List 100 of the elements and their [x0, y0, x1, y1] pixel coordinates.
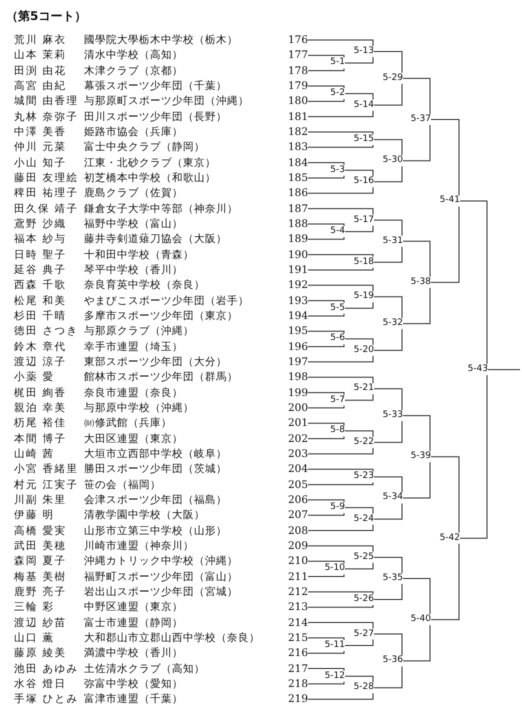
bracket-line — [344, 676, 374, 683]
team-name: 多摩市スポーツ少年団（東京） — [84, 308, 238, 323]
match-number: 5-15 — [344, 134, 374, 146]
bracket-line — [308, 499, 344, 503]
bracket-line — [374, 476, 402, 493]
bracket-line — [308, 482, 374, 486]
bracket-line — [308, 405, 344, 408]
entry-number: 184 — [288, 156, 308, 170]
player-name: 杉田 千晴 — [14, 308, 66, 323]
bracket-line — [374, 51, 402, 74]
player-name: 鳶野 沙織 — [14, 216, 66, 231]
team-name: ㈶修武館（兵庫） — [84, 416, 172, 430]
match-number: 5-16 — [344, 176, 374, 188]
entry-number: 182 — [288, 124, 308, 139]
match-number: 5-10 — [315, 563, 345, 574]
bracket-line — [374, 296, 402, 319]
team-name: 田川スポーツ少年団（長野） — [84, 110, 227, 124]
player-name: 城間 由香理 — [14, 94, 78, 108]
entry-number: 214 — [288, 616, 308, 630]
team-name: 館林市スポーツ少年団（群馬） — [84, 370, 238, 384]
bracket-line — [374, 556, 402, 574]
entry-number: 196 — [288, 340, 308, 354]
entry-number: 210 — [288, 554, 308, 568]
team-name: 幸手市連盟（埼玉） — [84, 340, 183, 354]
bracket-line — [308, 591, 374, 595]
match-number: 5-24 — [344, 514, 374, 525]
bracket-line — [308, 692, 374, 700]
team-name: 中野区連盟（東京） — [84, 600, 183, 614]
entry-number: 213 — [288, 600, 308, 614]
bracket-line — [402, 124, 430, 162]
team-name: 琴平中学校（香川） — [84, 262, 183, 277]
bracket-line — [344, 225, 374, 232]
team-name: 東部スポーツ少年団（大分） — [84, 354, 227, 369]
bracket-line — [344, 93, 374, 100]
bracket-line — [308, 330, 344, 334]
bracket-line — [308, 545, 374, 552]
bracket-line — [402, 240, 430, 278]
entry-number: 178 — [288, 64, 308, 78]
entry-number: 206 — [288, 492, 308, 507]
player-name: 田渕 由花 — [14, 64, 66, 78]
match-number: 5-30 — [373, 155, 403, 166]
player-name: 徳田 さつき — [14, 324, 78, 338]
player-name: 日時 聖子 — [14, 248, 66, 262]
player-name: 稗田 祐理子 — [14, 186, 78, 200]
match-number: 5-34 — [373, 492, 403, 504]
player-name: 渡辺 涼子 — [14, 354, 66, 369]
bracket-line — [430, 119, 460, 196]
entry-number: 217 — [288, 662, 308, 676]
bracket-line — [308, 40, 374, 46]
bracket-line — [344, 170, 374, 177]
team-name: 山形市立第三中学校（山形） — [84, 524, 227, 538]
entry-number: 176 — [288, 33, 308, 47]
team-name: 大田区連盟（東京） — [84, 432, 183, 446]
bracket-line — [308, 604, 374, 608]
match-number: 5-1 — [315, 57, 345, 68]
bracket-line — [344, 639, 374, 646]
bracket-line — [402, 78, 430, 115]
match-number: 5-6 — [315, 333, 345, 344]
match-number: 5-3 — [315, 164, 345, 176]
bracket-line — [308, 98, 344, 102]
team-name: 富士中央クラブ（静岡） — [84, 140, 205, 154]
player-name: 荒川 麻衣 — [14, 33, 66, 47]
team-name: 藤井寺剣道薙刀協会（大阪） — [84, 232, 227, 246]
bracket-line — [308, 622, 374, 630]
player-name: 藤原 綾美 — [14, 646, 66, 660]
team-name: 与那原クラブ（沖縄） — [84, 324, 194, 338]
bracket-line — [308, 355, 374, 362]
player-name: 藤田 友理絵 — [14, 170, 78, 185]
bracket-line — [430, 456, 460, 534]
player-name: 梶田 絢香 — [14, 386, 66, 400]
bracket-line — [488, 369, 520, 370]
entry-number: 219 — [288, 692, 308, 706]
player-name: 川副 朱里 — [14, 492, 66, 507]
player-name: 松尾 和美 — [14, 294, 66, 308]
entry-number: 197 — [288, 354, 308, 369]
match-number: 5-42 — [430, 532, 460, 544]
team-name: 姫路市協会（兵庫） — [84, 124, 183, 139]
bracket-line — [402, 462, 430, 498]
entry-number: 188 — [288, 216, 308, 231]
entry-number: 203 — [288, 446, 308, 461]
match-number: 5-17 — [344, 214, 374, 226]
entry-number: 192 — [288, 278, 308, 292]
bracket-line — [460, 200, 488, 365]
team-name: 弥富中学校（愛知） — [84, 676, 183, 691]
match-number: 5-25 — [344, 552, 374, 563]
bracket-line — [308, 392, 344, 396]
bracket-line — [402, 624, 430, 662]
bracket-line — [344, 430, 374, 438]
team-name: 十和田中学校（青森） — [84, 248, 194, 262]
match-number: 5-26 — [344, 594, 374, 606]
bracket-line — [308, 681, 344, 684]
player-name: 高宮 由紀 — [14, 78, 66, 93]
team-name: 大垣市立西部中学校（岐阜） — [84, 446, 227, 461]
match-number: 5-41 — [430, 195, 460, 206]
entry-number: 216 — [288, 646, 308, 660]
team-name: 木津クラブ（京都） — [84, 64, 183, 78]
bracket-line — [344, 338, 374, 346]
bracket-line — [308, 637, 344, 641]
match-number: 5-39 — [401, 451, 431, 462]
match-number: 5-11 — [315, 640, 345, 652]
